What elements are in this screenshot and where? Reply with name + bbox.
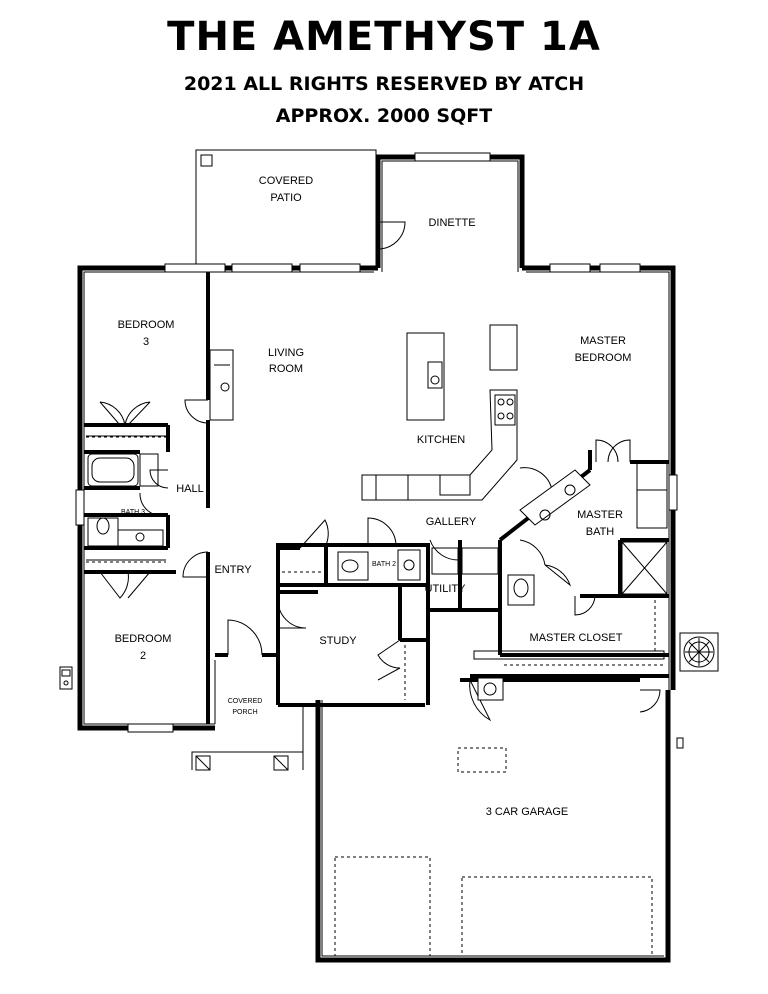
master-closet-label: MASTER CLOSET xyxy=(530,632,623,644)
kitchen-label: KITCHEN xyxy=(417,434,465,446)
closet-shelves xyxy=(86,436,665,700)
covered-patio-label-2: PATIO xyxy=(270,192,302,204)
bath3-label: BATH 3 xyxy=(121,509,145,516)
hall-label: HALL xyxy=(176,483,204,495)
master-bedroom-label-1: MASTER xyxy=(580,335,626,347)
room-labels: COVERED PATIO DINETTE BEDROOM 3 LIVING R… xyxy=(115,175,632,818)
covered-porch xyxy=(191,660,304,771)
covered-patio xyxy=(195,149,406,264)
master-bedroom-label-2: BEDROOM xyxy=(575,352,632,364)
master-bath-label-2: BATH xyxy=(586,526,615,538)
bedroom3-label-2: 3 xyxy=(143,336,149,348)
dinette-label: DINETTE xyxy=(428,217,475,229)
garage-label: 3 CAR GARAGE xyxy=(486,806,569,818)
garage xyxy=(330,747,655,957)
utility-label: UTILITY xyxy=(425,583,467,595)
fireplace xyxy=(209,349,234,421)
bath2-label: BATH 2 xyxy=(372,561,396,568)
plan-title: THE AMETHYST 1A xyxy=(167,14,601,60)
copyright-line: 2021 ALL RIGHTS RESERVED BY ATCH xyxy=(183,73,585,95)
bedroom3-label-1: BEDROOM xyxy=(118,319,175,331)
exterior-walls xyxy=(75,152,678,963)
study-label: STUDY xyxy=(319,635,357,647)
area-line: APPROX. 2000 SQFT xyxy=(275,105,493,127)
living-room-label-2: ROOM xyxy=(269,363,303,375)
kitchen-counters xyxy=(361,324,518,501)
entry-label: ENTRY xyxy=(214,564,252,576)
covered-porch-label-1: COVERED xyxy=(228,698,263,705)
covered-porch-label-2: PORCH xyxy=(232,709,257,716)
gallery-label: GALLERY xyxy=(426,516,477,528)
bedroom2-label-1: BEDROOM xyxy=(115,633,172,645)
covered-patio-label-1: COVERED xyxy=(259,175,313,187)
master-bath-label-1: MASTER xyxy=(577,509,623,521)
bath-fixtures xyxy=(87,453,668,701)
electric-meter xyxy=(59,666,684,749)
ac-unit xyxy=(679,632,719,672)
doors xyxy=(99,399,661,722)
bedroom2-label-2: 2 xyxy=(140,650,146,662)
living-room-label-1: LIVING xyxy=(268,347,304,359)
